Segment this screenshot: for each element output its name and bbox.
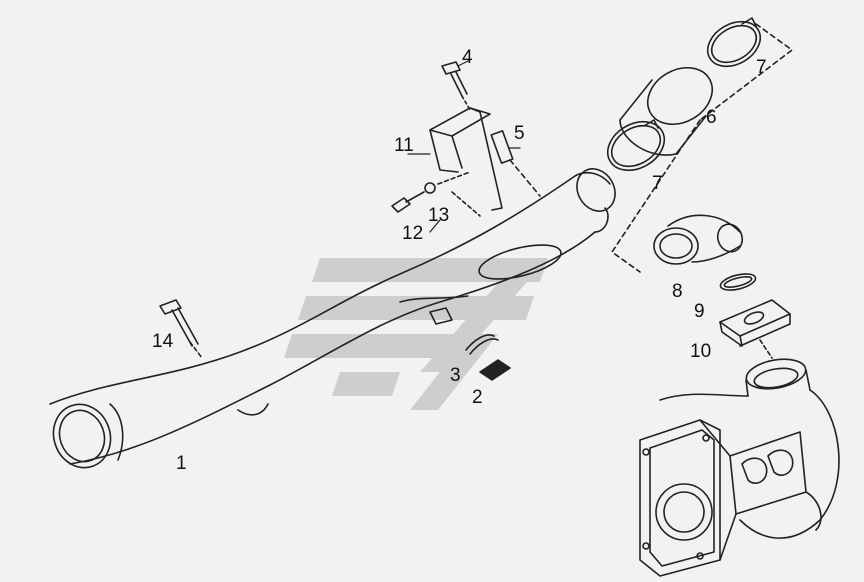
callout-11: 11 — [394, 135, 414, 156]
callout-3: 3 — [450, 365, 461, 386]
callout-1: 1 — [176, 453, 187, 474]
leader-lines — [407, 59, 521, 233]
turbocharger — [639, 358, 840, 577]
callout-10: 10 — [690, 341, 712, 362]
hose-and-clamps — [606, 17, 793, 273]
gasket-2-and-stud-3 — [465, 334, 511, 381]
callout-9: 9 — [694, 301, 705, 322]
callout-14: 14 — [152, 331, 174, 352]
callout-12: 12 — [402, 223, 424, 244]
callout-5: 5 — [514, 123, 525, 144]
elbow-gasket-flange — [653, 214, 791, 359]
callout-7-upper: 7 — [756, 57, 767, 78]
intake-pipe — [49, 168, 616, 469]
callout-13: 13 — [428, 205, 450, 226]
bracket-assembly — [391, 61, 541, 217]
callout-2: 2 — [472, 387, 483, 408]
callout-6: 6 — [706, 107, 717, 128]
bolt-14 — [159, 299, 203, 359]
watermark-logo — [284, 258, 548, 410]
callout-4: 4 — [462, 47, 473, 68]
callout-7-lower: 7 — [652, 173, 663, 194]
callout-8: 8 — [672, 281, 683, 302]
